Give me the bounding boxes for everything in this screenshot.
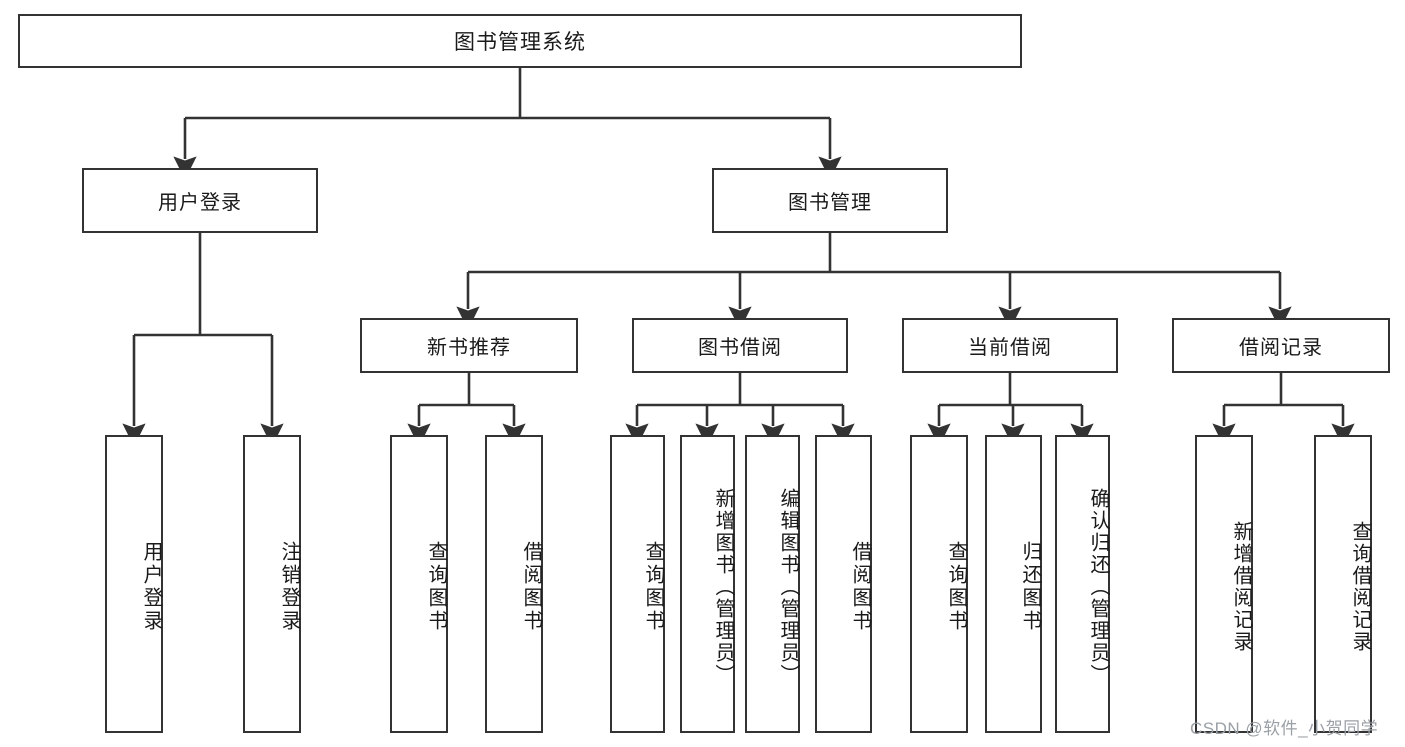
node-book-borrow-label: 图书借阅 bbox=[698, 337, 782, 359]
node-root-label: 图书管理系统 bbox=[454, 31, 586, 54]
node-book-manage[interactable]: 图书管理 bbox=[712, 168, 948, 233]
leaf-query-book-1-label: 查询图书 bbox=[425, 541, 447, 633]
leaf-confirm-return-label: 确认归还（管理员） bbox=[1087, 488, 1109, 686]
leaf-query-book-1[interactable]: 查询图书 bbox=[390, 435, 448, 733]
node-book-borrow[interactable]: 图书借阅 bbox=[632, 318, 848, 373]
leaf-edit-book-label: 编辑图书（管理员） bbox=[777, 488, 799, 686]
node-root[interactable]: 图书管理系统 bbox=[18, 14, 1022, 68]
leaf-add-book[interactable]: 新增图书（管理员） bbox=[680, 435, 735, 733]
leaf-user-login[interactable]: 用户登录 bbox=[105, 435, 163, 733]
leaf-add-record-label: 新增借阅记录 bbox=[1230, 521, 1252, 653]
leaf-query-book-3-label: 查询图书 bbox=[945, 541, 967, 633]
node-book-manage-label: 图书管理 bbox=[788, 192, 872, 214]
leaf-add-record[interactable]: 新增借阅记录 bbox=[1195, 435, 1253, 733]
node-user-login[interactable]: 用户登录 bbox=[82, 168, 318, 233]
leaf-user-login-label: 用户登录 bbox=[140, 541, 162, 633]
leaf-confirm-return[interactable]: 确认归还（管理员） bbox=[1055, 435, 1110, 733]
leaf-return-book-label: 归还图书 bbox=[1019, 541, 1041, 633]
node-new-book-recommend-label: 新书推荐 bbox=[427, 337, 511, 359]
csdn-watermark: CSDN @软件_小贺同学 bbox=[1190, 719, 1379, 738]
leaf-borrow-book-1-label: 借阅图书 bbox=[520, 541, 542, 633]
node-borrow-record-label: 借阅记录 bbox=[1239, 337, 1323, 359]
leaf-borrow-book-2-label: 借阅图书 bbox=[849, 541, 871, 633]
leaf-logout-label: 注销登录 bbox=[278, 541, 300, 633]
node-current-borrow[interactable]: 当前借阅 bbox=[902, 318, 1118, 373]
leaf-borrow-book-1[interactable]: 借阅图书 bbox=[485, 435, 543, 733]
leaf-query-book-2[interactable]: 查询图书 bbox=[610, 435, 665, 733]
leaf-query-record[interactable]: 查询借阅记录 bbox=[1314, 435, 1372, 733]
node-new-book-recommend[interactable]: 新书推荐 bbox=[360, 318, 578, 373]
leaf-query-book-3[interactable]: 查询图书 bbox=[910, 435, 968, 733]
node-current-borrow-label: 当前借阅 bbox=[968, 337, 1052, 359]
node-user-login-label: 用户登录 bbox=[158, 192, 242, 214]
leaf-edit-book[interactable]: 编辑图书（管理员） bbox=[745, 435, 800, 733]
leaf-query-record-label: 查询借阅记录 bbox=[1349, 521, 1371, 653]
leaf-borrow-book-2[interactable]: 借阅图书 bbox=[815, 435, 872, 733]
leaf-query-book-2-label: 查询图书 bbox=[642, 541, 664, 633]
leaf-return-book[interactable]: 归还图书 bbox=[985, 435, 1042, 733]
leaf-add-book-label: 新增图书（管理员） bbox=[712, 488, 734, 686]
node-borrow-record[interactable]: 借阅记录 bbox=[1172, 318, 1390, 373]
leaf-logout[interactable]: 注销登录 bbox=[243, 435, 301, 733]
